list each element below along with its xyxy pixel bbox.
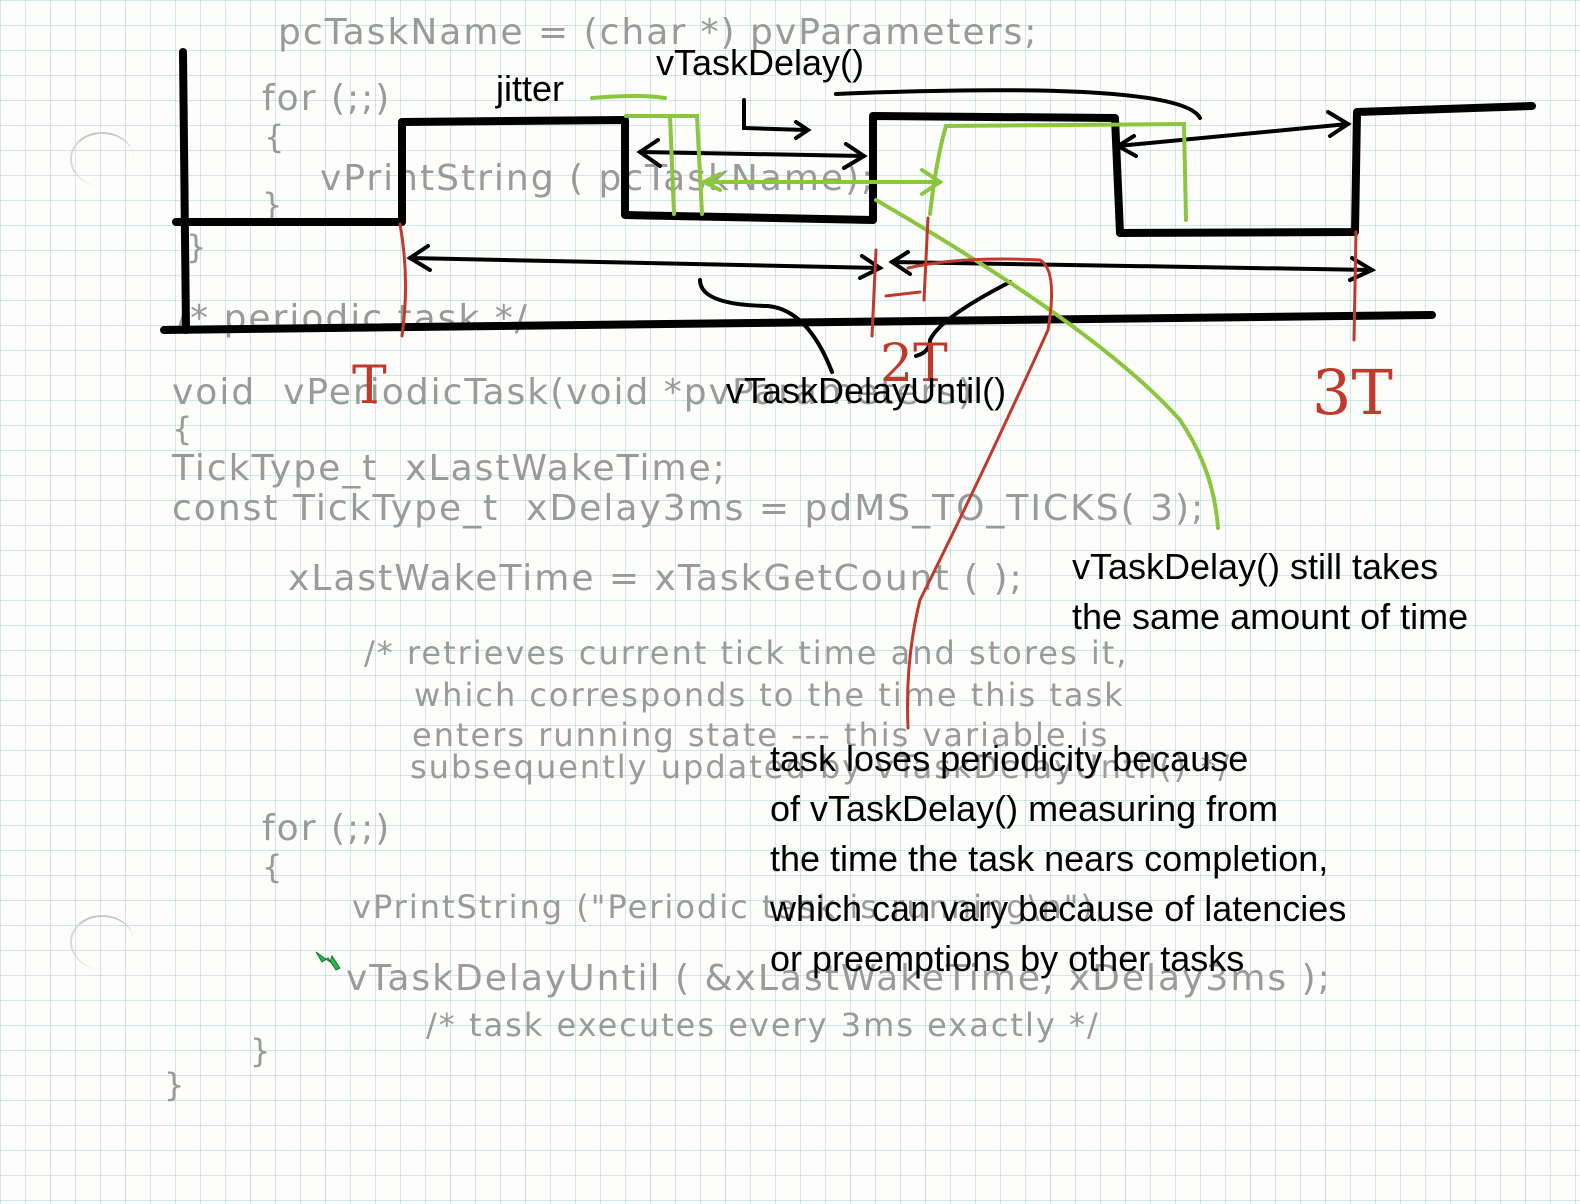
code-line: void vPeriodicTask(void *pvParameters) (172, 372, 975, 413)
code-comment: enters running state --- this variable i… (412, 716, 1110, 754)
note-line: vTaskDelay() still takes (1072, 546, 1439, 587)
binder-hole (70, 915, 134, 969)
time-marker-lines (398, 216, 1358, 730)
note-line: the time the task nears completion, (770, 838, 1329, 879)
vtaskdelayuntil-label: vTaskDelayUntil() (726, 370, 1007, 411)
code-comment: /* retrieves current tick time and store… (364, 634, 1129, 672)
time-marker-3T: 3T (1312, 356, 1393, 429)
code-line: vPrintString ( pcTaskName); (320, 158, 876, 199)
code-line: } (186, 228, 209, 266)
code-comment: subsequently updated by vTaskDelayUntil(… (410, 748, 1232, 786)
code-line: } (164, 1066, 187, 1104)
note-line: task loses periodicity because (770, 738, 1249, 779)
code-line: vPrintString ("Periodic task is running\… (352, 888, 1108, 926)
code-line: { (172, 410, 195, 448)
code-line: vTaskDelayUntil ( &xLastWakeTime, xDelay… (346, 958, 1332, 999)
code-line: { (262, 848, 285, 886)
time-marker-T: T (352, 356, 387, 416)
vtaskdelay-label: vTaskDelay() (656, 42, 865, 83)
time-marker-2T: 2T (880, 334, 948, 394)
delay-arrow (636, 88, 1352, 374)
code-line: for (;;) (262, 78, 392, 119)
jitter-label: jitter (496, 68, 565, 109)
period-arrow (406, 244, 1377, 282)
task-waveform (172, 48, 1536, 334)
code-line: { (264, 118, 287, 156)
code-comment: which corresponds to the time this task (414, 676, 1125, 714)
code-line: xLastWakeTime = xTaskGetCount ( ); (288, 558, 1024, 599)
code-comment: /* task executes every 3ms exactly */ (426, 1006, 1100, 1044)
binder-hole (70, 132, 134, 186)
code-line: TickType_t xLastWakeTime; (172, 448, 727, 489)
note-line: or preemptions by other tasks (770, 938, 1245, 979)
code-line: const TickType_t xDelay3ms = pdMS_TO_TIC… (172, 488, 1206, 529)
note-line: the same amount of time (1072, 596, 1469, 637)
code-line: pcTaskName = (char *) pvParameters; (278, 12, 1039, 53)
code-line: for (;;) (262, 808, 392, 849)
code-line: } (250, 1032, 273, 1070)
note-line: of vTaskDelay() measuring from (770, 788, 1279, 829)
note-line: which can vary because of latencies (770, 888, 1347, 929)
code-line: } (262, 186, 285, 224)
